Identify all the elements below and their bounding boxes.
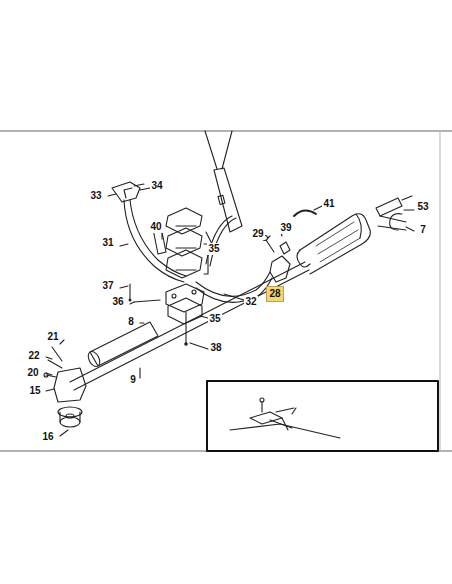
callout-number: 29 xyxy=(251,228,264,240)
callout-number: 37 xyxy=(101,280,114,292)
callout-number: 8 xyxy=(127,316,135,328)
callout-number: 16 xyxy=(41,431,54,443)
callout-number: 7 xyxy=(419,224,427,236)
callout-number: 9 xyxy=(129,374,137,386)
callout-number: 35 xyxy=(207,243,220,255)
callout-number: 39 xyxy=(279,222,292,234)
callout-number: 41 xyxy=(322,198,335,210)
callout-number: 33 xyxy=(89,190,102,202)
callout-number: 20 xyxy=(26,367,39,379)
callout-number: 32 xyxy=(244,296,257,308)
callout-number: 36 xyxy=(111,296,124,308)
callout-number: 31 xyxy=(101,237,114,249)
callout-number: 35 xyxy=(208,313,221,325)
callout-number: 21 xyxy=(46,331,59,343)
callout-number: 40 xyxy=(149,221,162,233)
callout-number: 34 xyxy=(150,180,163,192)
callout-number: 38 xyxy=(209,342,222,354)
highlighted-callout: 28 xyxy=(266,286,284,302)
callout-number: 28 xyxy=(267,288,283,300)
callout-number: 15 xyxy=(28,385,41,397)
callout-number: 22 xyxy=(27,350,40,362)
callout-number: 53 xyxy=(416,201,429,213)
